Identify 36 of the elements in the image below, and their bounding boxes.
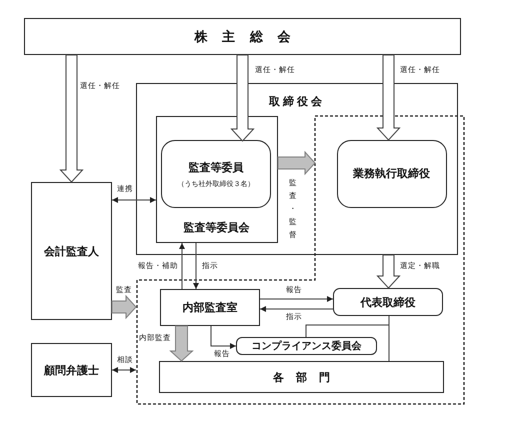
node-label: 会計監査人	[44, 244, 99, 258]
block-arrow	[376, 54, 401, 141]
block-arrow	[376, 254, 401, 289]
node-label: 業務執行取締役	[353, 166, 430, 181]
node-label: 代表取締役	[360, 294, 416, 310]
process-box	[31, 182, 112, 320]
arrow	[210, 326, 236, 349]
arrow	[112, 367, 136, 373]
block-arrow	[59, 54, 84, 183]
meeting-box	[24, 18, 461, 55]
node-label: 顧問弁護士	[44, 362, 99, 378]
block-arrow	[112, 294, 137, 320]
process-box	[31, 343, 112, 397]
node-label: 内部監査室	[182, 300, 238, 315]
arrow	[112, 197, 156, 203]
arrow	[260, 296, 334, 302]
node-label: 各 部 門	[273, 370, 330, 384]
arrow	[193, 242, 199, 290]
node-label: 株 主 総 会	[194, 28, 290, 46]
board-box	[136, 83, 458, 255]
node-label: コンプライアンス委員会	[252, 339, 362, 353]
block-arrow	[278, 150, 316, 176]
arrow	[179, 242, 185, 290]
block-arrow	[169, 326, 194, 362]
rounded-box	[333, 288, 443, 316]
rounded-box	[236, 337, 377, 355]
node-label: 監査等委員会	[184, 220, 250, 234]
process-box	[159, 361, 444, 393]
node-label: 取締役会	[269, 94, 325, 109]
rounded-box	[161, 140, 271, 208]
node-label: 監査等委員	[188, 160, 244, 174]
block-arrow	[230, 54, 255, 142]
connector-line	[306, 316, 390, 338]
arrow	[260, 306, 334, 312]
rounded-box	[336, 140, 446, 208]
process-box	[160, 289, 260, 326]
